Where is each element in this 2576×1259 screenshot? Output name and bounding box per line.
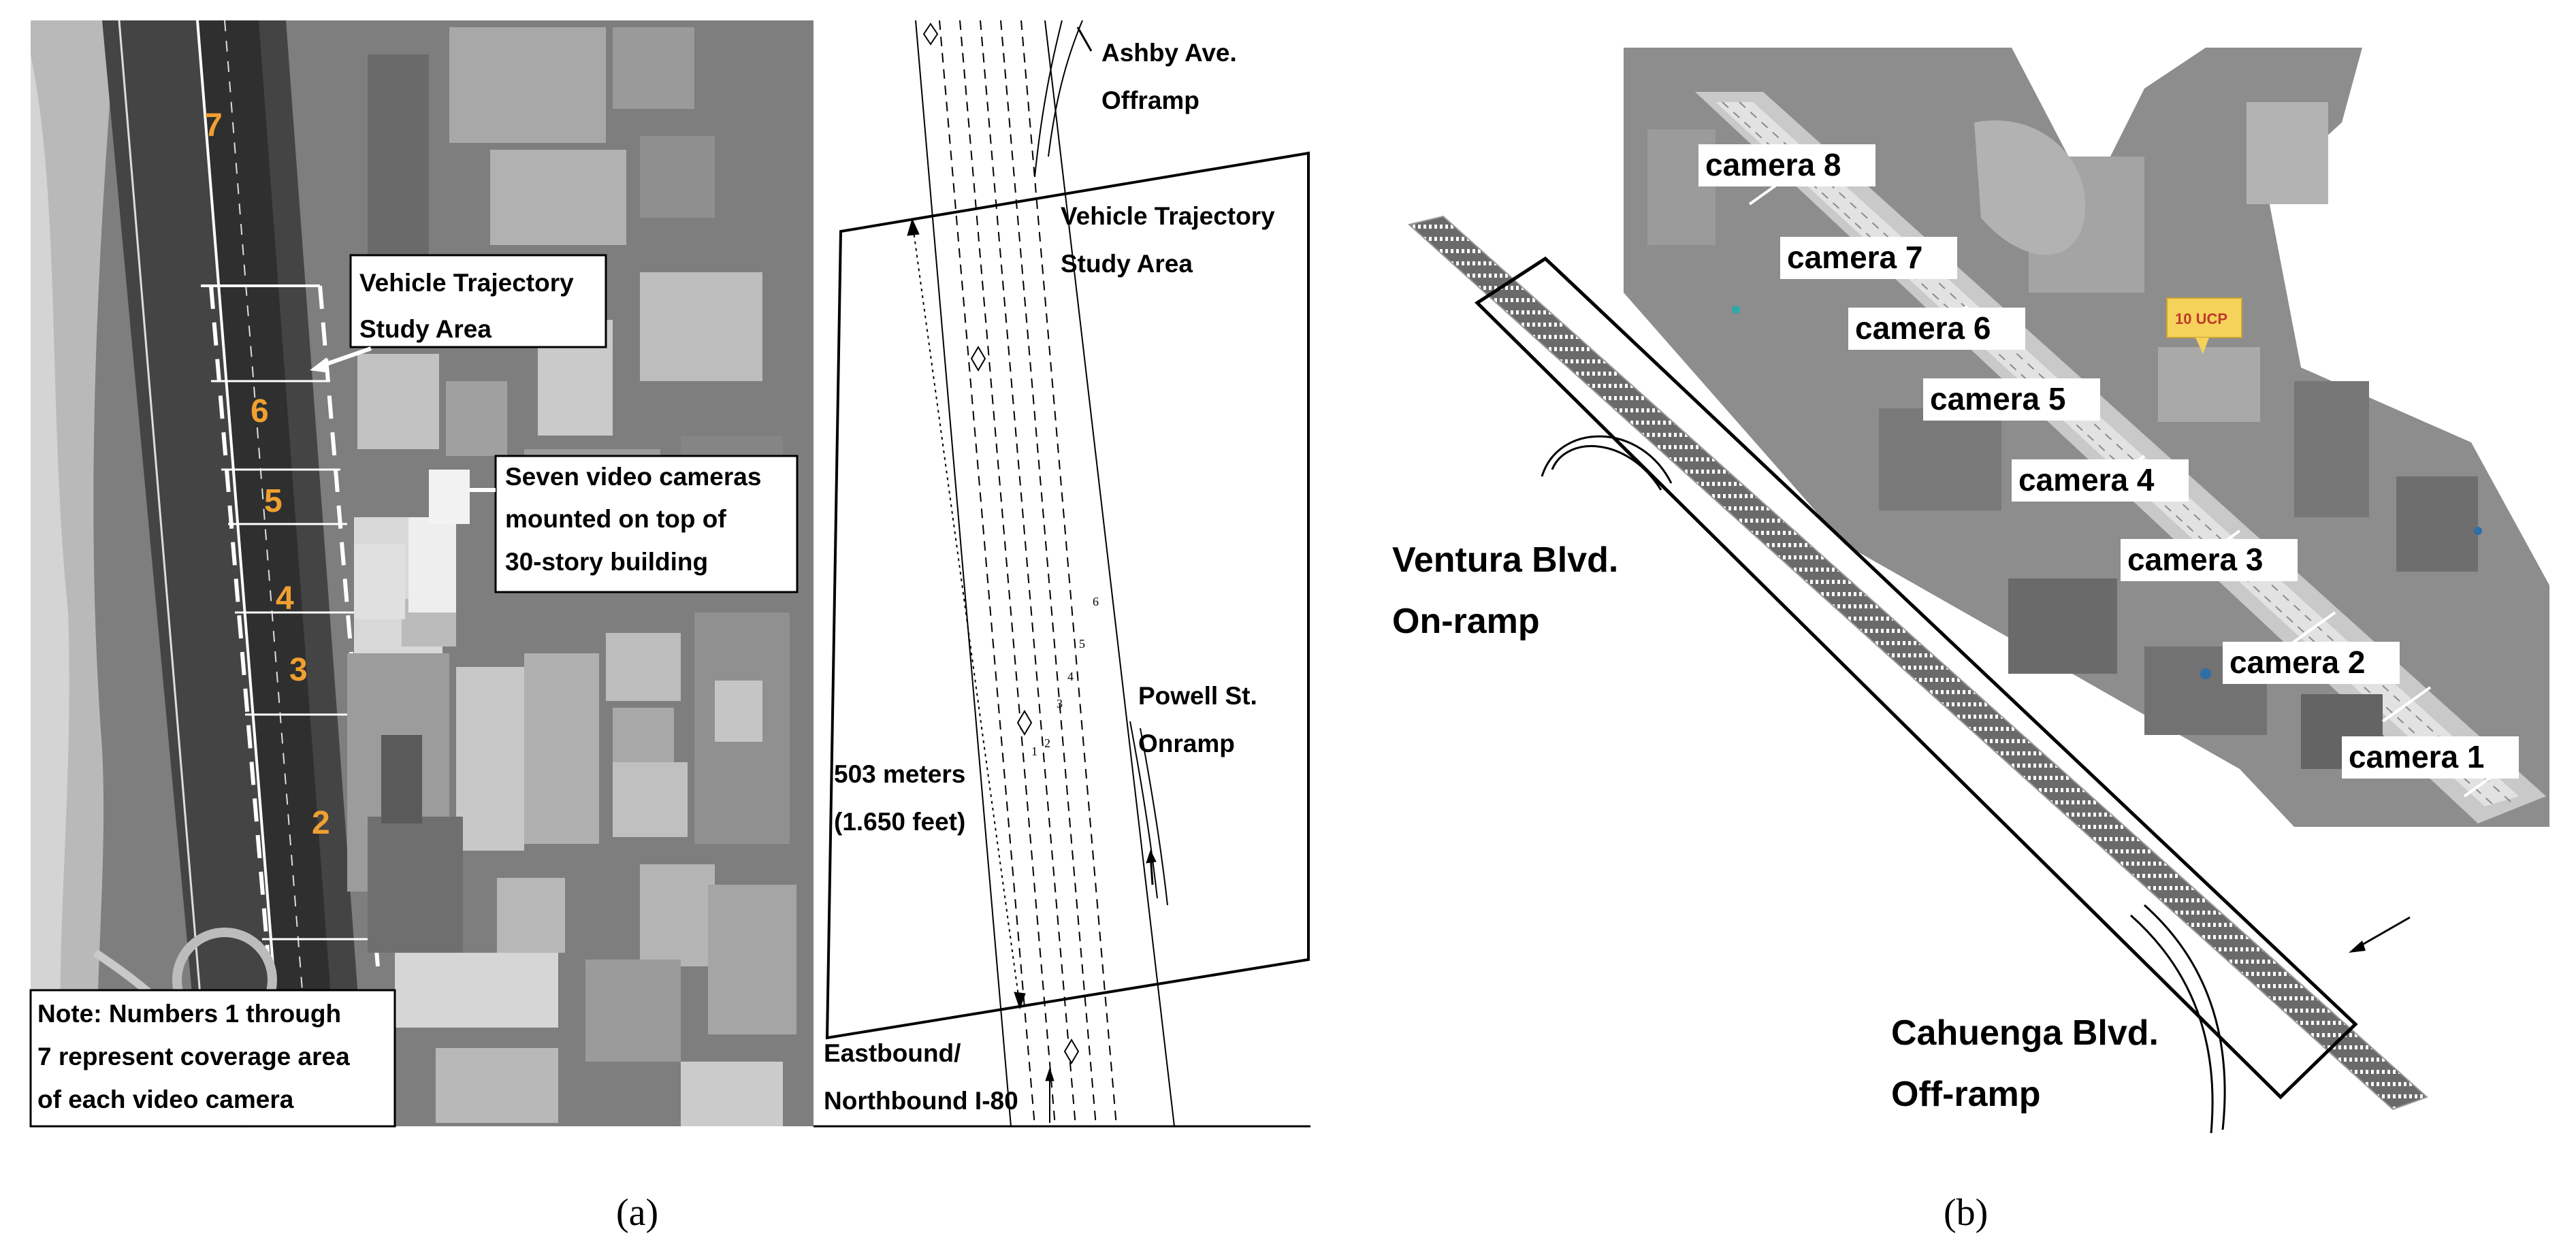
note-line: 7 represent coverage area [37, 1043, 350, 1070]
zone-number: 4 [276, 581, 294, 617]
camera-label: camera 6 [1855, 310, 1991, 346]
schematic-study-area-label: Vehicle Trajectory [1061, 202, 1275, 230]
cameras-callout: Seven video cameras mounted on top of 30… [470, 455, 799, 593]
zone-mark: 4 [1067, 670, 1074, 683]
svg-text:Eastbound/ Northbound I-: Eastbound/ Northbound I-80 [824, 1039, 1018, 1115]
cahuenga-label: Off-ramp [1891, 1075, 2041, 1114]
zone-mark: 2 [1044, 736, 1050, 750]
cameras-label-line: Seven video cameras [505, 463, 761, 491]
zone-mark: 1 [1031, 745, 1037, 758]
ashby-label: Offramp [1101, 86, 1200, 114]
zone-mark: 3 [1057, 697, 1063, 710]
freeway-label: Northbound I-80 [824, 1087, 1018, 1115]
zone-number: 6 [251, 393, 269, 429]
zone-number: 2 [312, 805, 330, 841]
freeway-label: Eastbound/ [824, 1039, 961, 1067]
zone-number: 3 [289, 652, 308, 688]
svg-text:503 meters (1.650 feet): 503 meters (1.650 feet) [834, 760, 973, 836]
study-area-box [825, 151, 1310, 1040]
schematic-zone-marks: 1 2 3 4 5 6 [1031, 595, 1099, 758]
ashby-label: Ashby Ave. [1101, 39, 1237, 67]
ventura-label: On-ramp [1392, 602, 1540, 641]
camera-label: camera 2 [2229, 644, 2366, 680]
cahuenga-label: Cahuenga Blvd. [1891, 1013, 2159, 1053]
length-label: 503 meters [834, 760, 965, 788]
note-line: Note: Numbers 1 through [37, 1000, 341, 1028]
panel-b-road-schematic [1407, 215, 2428, 1134]
camera-zone-numbers: 7 6 5 4 3 2 [204, 108, 330, 841]
schematic-labels: Ashby Ave. Offramp Vehicle Trajectory St… [824, 39, 1282, 1115]
study-area-label-line: Vehicle Trajectory [359, 269, 574, 297]
svg-text:Vehicle Trajectory Study: Vehicle Trajectory Study Area [359, 269, 581, 343]
zone-number: 7 [204, 108, 223, 144]
powell-label: Onramp [1138, 730, 1235, 757]
camera-label: camera 5 [1930, 381, 2066, 416]
svg-text:Seven video cameras moun: Seven video cameras mounted on top of 30… [505, 463, 769, 576]
cameras-label-line: mounted on top of [505, 505, 726, 533]
svg-text:Powell St. Onramp: Powell St. Onramp [1138, 682, 1264, 757]
cameras-label-line: 30-story building [505, 548, 708, 576]
landmark-tag: 10 UCP [2175, 310, 2227, 327]
camera-label: camera 3 [2127, 542, 2264, 577]
zone-mark: 6 [1093, 595, 1099, 608]
ventura-label: Ventura Blvd. [1392, 540, 1618, 580]
camera-label: camera 4 [2018, 462, 2155, 497]
study-area-callout: Vehicle Trajectory Study Area [310, 254, 607, 373]
camera-label: camera 8 [1705, 147, 1841, 182]
schematic-study-area-label: Study Area [1061, 250, 1193, 278]
camera-labels: camera 8 camera 7 camera 6 camera 5 came… [1698, 144, 2519, 779]
camera-label: camera 7 [1787, 240, 1923, 275]
zone-number: 5 [264, 483, 283, 519]
panel-b-study-box [1475, 256, 2358, 1100]
svg-text:Ashby Ave. Offramp: Ashby Ave. Offramp [1101, 39, 1244, 114]
note-box: Note: Numbers 1 through 7 represent cove… [29, 989, 396, 1128]
caption-b: (b) [1944, 1192, 1988, 1234]
svg-text:Ventura Blvd. On-ramp: Ventura Blvd. On-ramp [1392, 540, 1628, 641]
panel-a-schematic [814, 20, 1310, 1128]
svg-text:Vehicle Trajectory Study: Vehicle Trajectory Study Area [1061, 202, 1282, 278]
caption-a: (a) [616, 1192, 658, 1234]
zone-mark: 5 [1079, 637, 1085, 651]
ramp-labels: Ventura Blvd. On-ramp Cahuenga Blvd. Off… [1392, 540, 2168, 1114]
note-line: of each video camera [37, 1085, 294, 1113]
svg-text:Note: Numbers 1 through: Note: Numbers 1 through 7 represent cove… [37, 1000, 357, 1113]
powell-label: Powell St. [1138, 682, 1257, 710]
length-label: (1.650 feet) [834, 808, 965, 836]
study-area-label-line: Study Area [359, 315, 492, 343]
svg-text:Cahuenga Blvd. Off-ramp: Cahuenga Blvd. Off-ramp [1891, 1013, 2168, 1114]
camera-label: camera 1 [2349, 739, 2485, 774]
